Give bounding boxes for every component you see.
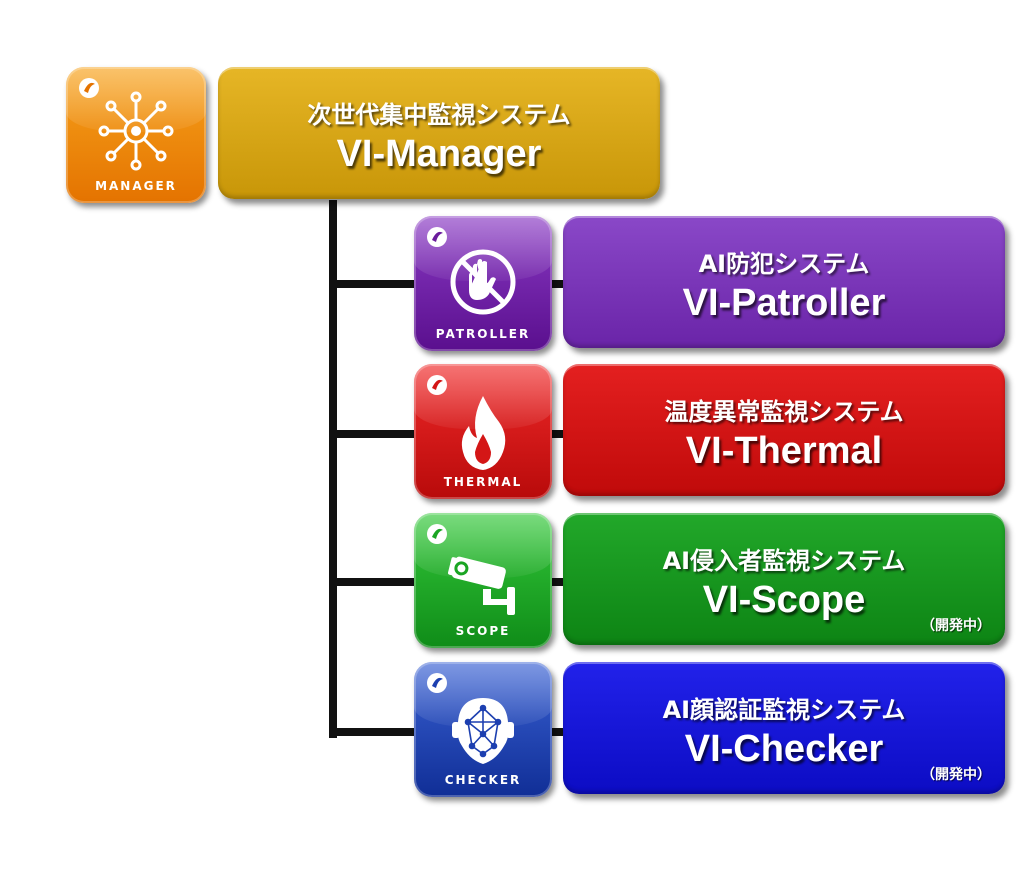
company-logo-icon xyxy=(427,227,447,247)
company-logo-icon xyxy=(79,78,99,98)
scope-status-note: （開発中） xyxy=(921,618,991,634)
scope-tile-label: SCOPE xyxy=(455,624,511,638)
connector-branch-thermal xyxy=(329,430,419,438)
connector-trunk xyxy=(329,200,337,738)
face-recognition-icon xyxy=(452,698,514,764)
thermal-subtitle: 温度異常監視システム xyxy=(664,398,904,426)
thermal-title: VI-Thermal xyxy=(685,430,883,472)
checker-title: VI-Checker xyxy=(684,728,884,770)
connector-branch-patroller xyxy=(329,280,419,288)
patroller-box: AI防犯システム VI-Patroller xyxy=(563,216,1005,348)
network-hub-icon xyxy=(98,91,174,171)
checker-status-note: （開発中） xyxy=(921,767,991,783)
connector-link-thermal xyxy=(548,430,568,438)
manager-title: VI-Manager xyxy=(336,133,542,175)
thermal-box: 温度異常監視システム VI-Thermal xyxy=(563,364,1005,496)
manager-tile: MANAGER xyxy=(66,67,206,203)
manager-subtitle: 次世代集中監視システム xyxy=(307,101,571,129)
manager-tile-label: MANAGER xyxy=(95,179,177,193)
patroller-tile-label: PATROLLER xyxy=(435,327,531,341)
scope-tile: SCOPE xyxy=(414,513,552,648)
company-logo-icon xyxy=(427,673,447,693)
patroller-tile: PATROLLER xyxy=(414,216,552,351)
connector-link-checker xyxy=(548,728,568,736)
connector-link-patroller xyxy=(548,280,568,288)
thermal-tile-label: THERMAL xyxy=(443,475,523,489)
checker-tile-label: CHECKER xyxy=(444,773,522,787)
no-hand-icon xyxy=(450,249,516,315)
connector-branch-checker xyxy=(329,728,419,736)
connector-link-scope xyxy=(548,578,568,586)
checker-subtitle: AI顔認証監視システム xyxy=(662,696,906,724)
connector-branch-scope xyxy=(329,578,419,586)
manager-box: 次世代集中監視システム VI-Manager xyxy=(218,67,660,199)
scope-box: AI侵入者監視システム VI-Scope （開発中） xyxy=(563,513,1005,645)
company-logo-icon xyxy=(427,375,447,395)
patroller-subtitle: AI防犯システム xyxy=(698,250,870,278)
checker-box: AI顔認証監視システム VI-Checker （開発中） xyxy=(563,662,1005,794)
security-camera-icon xyxy=(448,556,515,615)
patroller-title: VI-Patroller xyxy=(682,282,886,324)
checker-tile: CHECKER xyxy=(414,662,552,797)
thermal-tile: THERMAL xyxy=(414,364,552,499)
company-logo-icon xyxy=(427,524,447,544)
scope-title: VI-Scope xyxy=(702,579,866,621)
scope-subtitle: AI侵入者監視システム xyxy=(662,547,906,575)
flame-icon xyxy=(461,396,506,470)
